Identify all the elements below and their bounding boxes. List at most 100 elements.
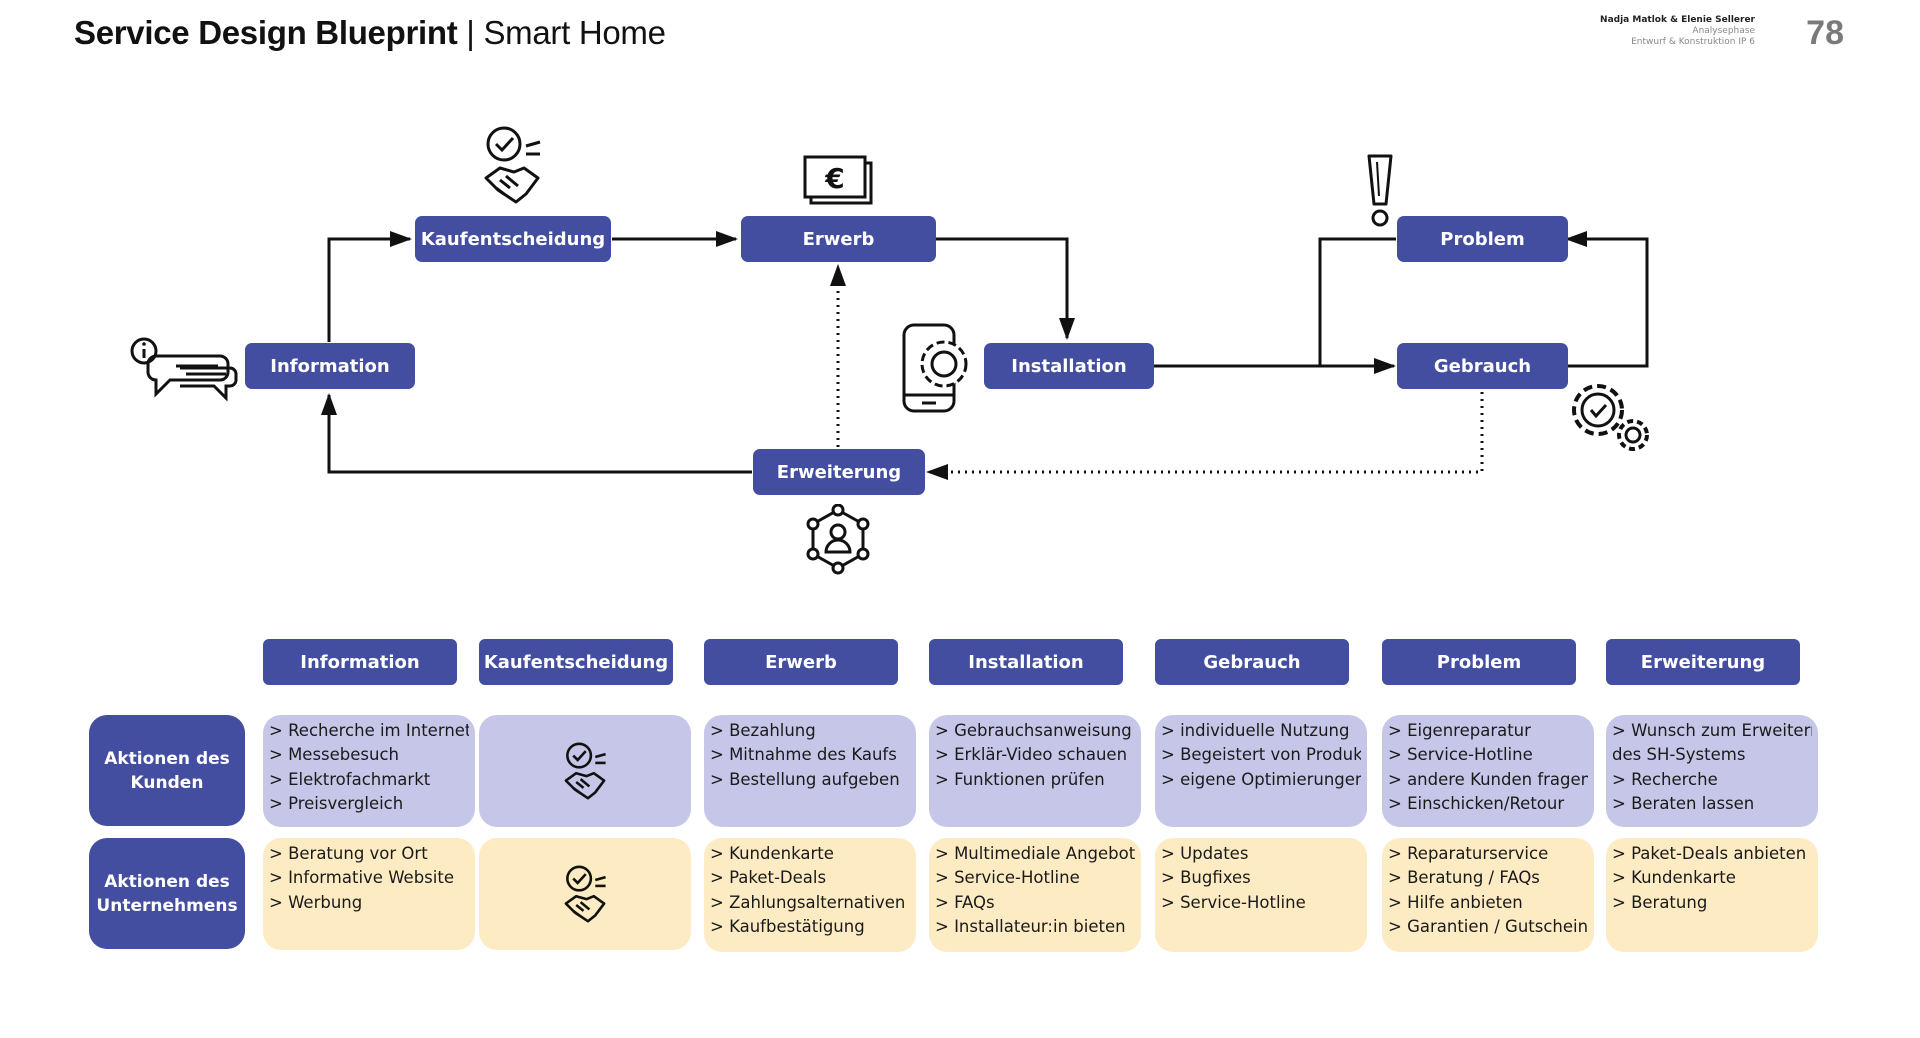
column-header-gebrauch: Gebrauch — [1155, 639, 1349, 685]
phase-label: Analysephase — [1692, 26, 1755, 36]
list-item: > FAQs — [935, 892, 995, 912]
cell-kunden-erwerb: > Bezahlung > Mitnahme des Kaufs > Beste… — [704, 715, 916, 827]
title-subtitle: Smart Home — [483, 14, 666, 51]
flow-node-information: Information — [245, 343, 415, 389]
authors: Nadja Matlok & Elenie Sellerer — [1600, 15, 1755, 25]
cell-kunden-installation: > Gebrauchsanweisung > Erklär-Video scha… — [929, 715, 1141, 827]
flow-node-gebrauch: Gebrauch — [1397, 343, 1568, 389]
list-item: > Multimediale Angebote — [935, 844, 1135, 863]
arrow-problem-gebrauch — [1318, 237, 1396, 366]
list-item: > Reparaturservice — [1388, 844, 1549, 863]
list-item: > Wunsch zum Erweitern — [1612, 721, 1812, 740]
column-header-problem: Problem — [1382, 639, 1576, 685]
list-item: > Bestellung aufgeben — [710, 769, 900, 789]
handshake-check-icon — [564, 865, 606, 923]
page-number: 78 — [1806, 14, 1844, 52]
course-label: Entwurf & Konstruktion IP 6 — [1631, 37, 1755, 47]
cell-kunden-gebrauch: > individuelle Nutzung > Begeistert von … — [1155, 715, 1367, 827]
page-title: Service Design Blueprint | Smart Home — [74, 10, 666, 56]
list-item: > Kundenkarte — [1612, 868, 1736, 888]
flow-node-problem: Problem — [1397, 216, 1568, 262]
list-item: > Erklär-Video schauen — [935, 745, 1128, 765]
svg-text:€: € — [824, 162, 844, 195]
list-item: > Bugfixes — [1161, 868, 1251, 888]
list-item: > Bezahlung — [710, 721, 816, 740]
row-header-kunden-line1: Aktionen des — [104, 748, 230, 769]
list-item: > Hilfe anbieten — [1388, 892, 1523, 912]
cell-kunden-problem: > Eigenreparatur > Service-Hotline > and… — [1382, 715, 1594, 827]
column-header-erwerb: Erwerb — [704, 639, 898, 685]
list-item: > Messebesuch — [269, 745, 400, 765]
list-item: > Beratung — [1612, 892, 1708, 912]
list-item: > Beratung / FAQs — [1388, 868, 1540, 888]
row-header-unternehmen-line2: Unternehmens — [96, 895, 238, 916]
list-item: > Elektrofachmarkt — [269, 769, 431, 789]
arrow-erweiterung-information — [321, 393, 752, 474]
list-item: > eigene Optimierungen — [1161, 769, 1361, 789]
list-item: > andere Kunden fragen — [1388, 769, 1588, 789]
list-item: > individuelle Nutzung — [1161, 721, 1350, 740]
list-item: > Service-Hotline — [935, 868, 1080, 888]
cell-unternehmen-problem: > Reparaturservice > Beratung / FAQs > H… — [1382, 838, 1594, 952]
column-header-installation: Installation — [929, 639, 1123, 685]
list-item: > Kundenkarte — [710, 844, 834, 863]
cell-unternehmen-installation: > Multimediale Angebote > Service-Hotlin… — [929, 838, 1141, 952]
network-person-icon — [806, 504, 870, 575]
list-item: > Informative Website — [269, 868, 454, 888]
list-item: > Kaufbestätigung — [710, 916, 865, 936]
cell-unternehmen-gebrauch: > Updates > Bugfixes > Service-Hotline — [1155, 838, 1367, 952]
list-item: > Updates — [1161, 844, 1249, 863]
list-item: > Recherche im Internet — [269, 721, 469, 740]
list-item: > Eigenreparatur — [1388, 721, 1531, 740]
list-item: > Installateur:in bieten — [935, 916, 1126, 936]
euro-banknote-icon: € — [803, 155, 873, 205]
dotted-gebrauch-erweiterung — [926, 392, 1484, 480]
flow-node-installation: Installation — [984, 343, 1154, 389]
arrow-erwerb-installation — [935, 237, 1075, 340]
list-item: > Service-Hotline — [1161, 892, 1306, 912]
list-item: > Beraten lassen — [1612, 793, 1755, 813]
cell-kunden-erweiterung: > Wunsch zum Erweitern des SH-Systems > … — [1606, 715, 1818, 827]
list-item: > Werbung — [269, 892, 363, 912]
arrow-information-kaufentscheidung — [327, 231, 412, 342]
list-item: > Preisvergleich — [269, 793, 404, 813]
list-item: > Einschicken/Retour — [1388, 793, 1565, 813]
cell-kunden-kaufentscheidung — [479, 715, 691, 827]
column-header-information: Information — [263, 639, 457, 685]
cell-unternehmen-erwerb: > Kundenkarte > Paket-Deals > Zahlungsal… — [704, 838, 916, 952]
handshake-check-icon — [564, 742, 606, 800]
list-item: > Funktionen prüfen — [935, 769, 1105, 789]
title-separator: | — [466, 14, 475, 51]
cell-unternehmen-kaufentscheidung — [479, 838, 691, 950]
info-speech-bubbles-icon — [130, 337, 238, 402]
cell-kunden-information: > Recherche im Internet > Messebesuch > … — [263, 715, 475, 827]
arrow-gebrauch-problem — [1565, 231, 1649, 368]
title-main: Service Design Blueprint — [74, 14, 458, 51]
list-item: > Paket-Deals anbieten — [1612, 844, 1807, 863]
row-header-kunden-line2: Kunden — [130, 772, 204, 793]
list-item: > Zahlungsalternativen — [710, 892, 906, 912]
cell-unternehmen-information: > Beratung vor Ort > Informative Website… — [263, 838, 475, 950]
column-header-erweiterung: Erweiterung — [1606, 639, 1800, 685]
cell-unternehmen-erweiterung: > Paket-Deals anbieten > Kundenkarte > B… — [1606, 838, 1818, 952]
row-header-unternehmen-line1: Aktionen des — [104, 871, 230, 892]
list-item: > Beratung vor Ort — [269, 844, 428, 863]
gears-check-icon — [1572, 384, 1649, 451]
phone-gear-icon — [902, 323, 968, 413]
handshake-check-icon — [484, 126, 541, 204]
exclamation-icon — [1367, 154, 1393, 227]
header-meta: Nadja Matlok & Elenie Sellerer Analyseph… — [1600, 15, 1755, 48]
list-item: > Gebrauchsanweisung — [935, 721, 1132, 740]
list-item: des SH-Systems — [1612, 745, 1746, 765]
flow-node-erweiterung: Erweiterung — [753, 449, 925, 495]
list-item: > Garantien / Gutscheine — [1388, 916, 1588, 936]
list-item: > Mitnahme des Kaufs — [710, 745, 897, 765]
list-item: > Paket-Deals — [710, 868, 827, 888]
column-header-kaufentscheidung: Kaufentscheidung — [479, 639, 673, 685]
flow-node-erwerb: Erwerb — [741, 216, 936, 262]
list-item: > Recherche — [1612, 769, 1718, 789]
list-item: > Service-Hotline — [1388, 745, 1533, 765]
